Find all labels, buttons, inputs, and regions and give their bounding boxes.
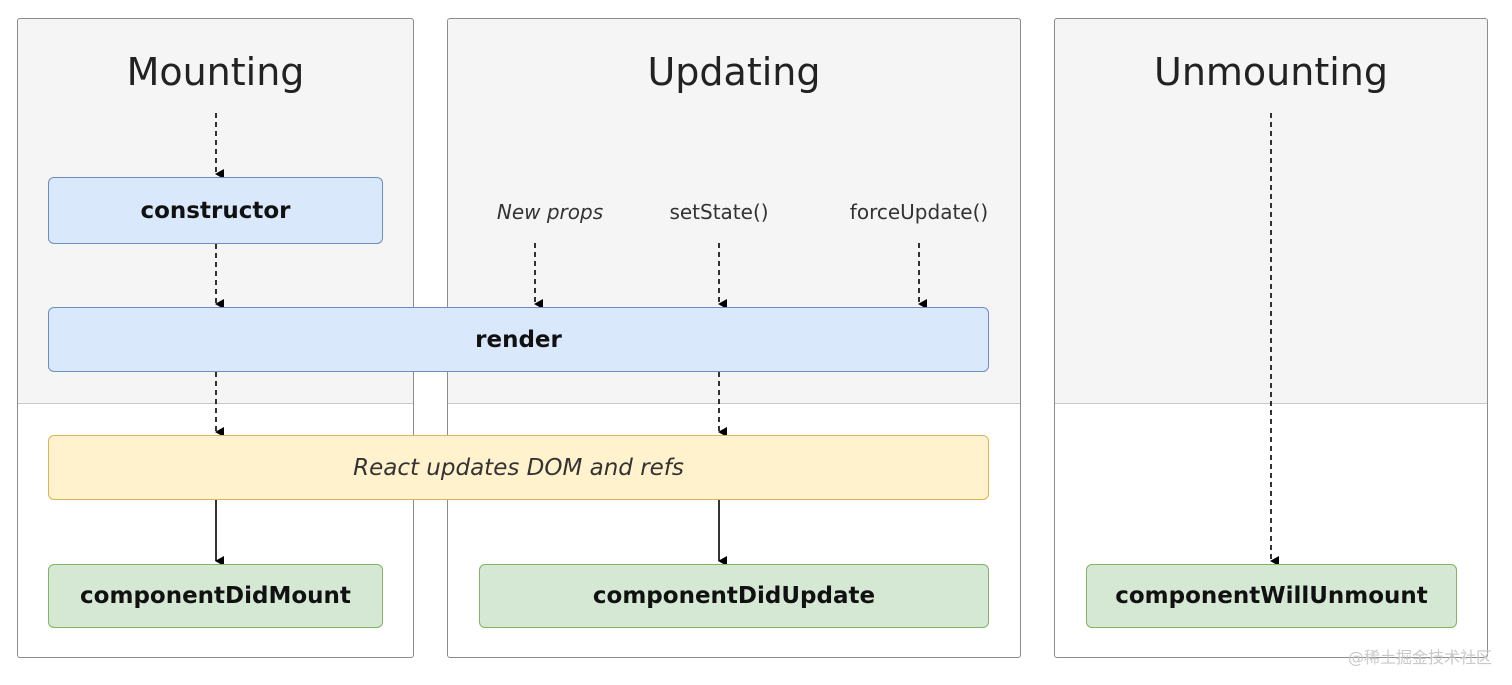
dom-update-node: React updates DOM and refs <box>48 435 989 500</box>
set-state-label: setState() <box>669 200 769 224</box>
force-update-label: forceUpdate() <box>849 200 989 224</box>
updating-title: Updating <box>647 50 821 94</box>
watermark: @稀土掘金技术社区 <box>1347 648 1492 667</box>
will-unmount-node: componentWillUnmount <box>1086 564 1457 628</box>
mounting-title: Mounting <box>126 50 305 94</box>
unmounting-title: Unmounting <box>1154 50 1388 94</box>
render-node: render <box>48 307 989 372</box>
did-mount-node: componentDidMount <box>48 564 383 628</box>
new-props-label: New props <box>496 200 604 224</box>
constructor-node: constructor <box>48 177 383 244</box>
did-update-node: componentDidUpdate <box>479 564 989 628</box>
